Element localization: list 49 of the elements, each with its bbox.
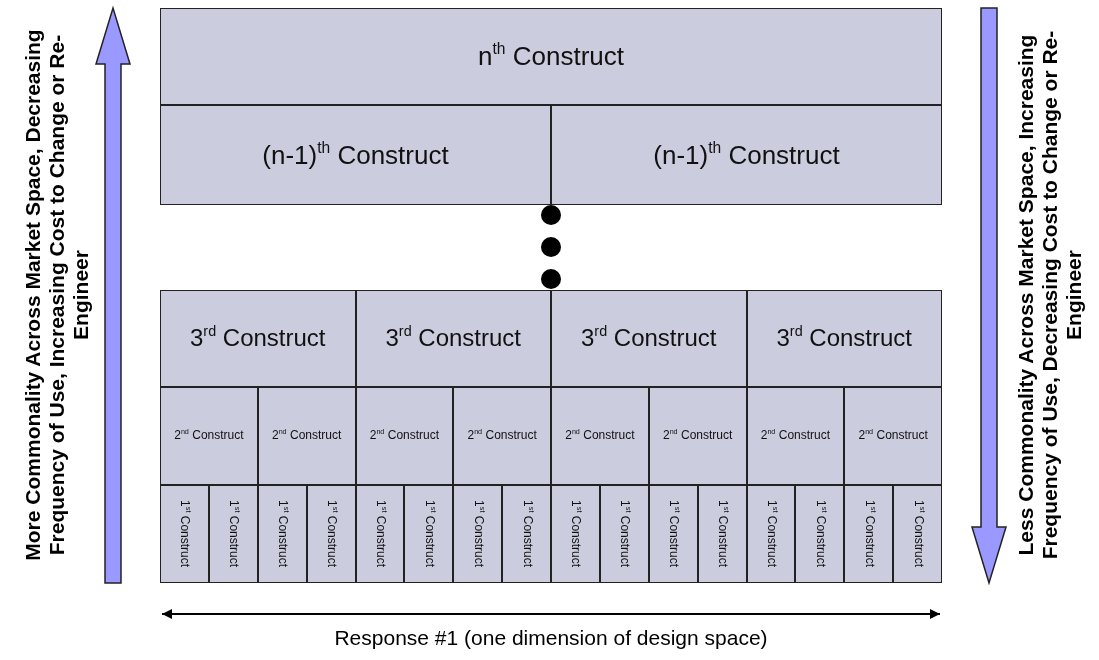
construct-box bbox=[160, 290, 356, 387]
side-note: Less Commonality Across Market Space, Increasing Frequency of Use, Decreasing Cost to Change or Re-Engineer bbox=[1013, 29, 1087, 562]
construct-box bbox=[893, 485, 942, 583]
construct-label: 2$^{nd}$ Construct bbox=[270, 429, 343, 443]
construct-label: 2$^{nd}$ Construct bbox=[466, 429, 538, 443]
construct-label: (n-1)$^{th}$ Construct bbox=[261, 140, 450, 170]
construct-box bbox=[257, 387, 356, 485]
construct-box bbox=[306, 485, 356, 583]
construct-box bbox=[160, 387, 258, 485]
construct-box bbox=[746, 290, 942, 387]
construct-label: 2$^{nd}$ Construct bbox=[661, 429, 734, 443]
construct-label: 2$^{nd}$ Construct bbox=[759, 429, 832, 443]
side-note: More Commonality Across Market Space, Decreasing Frequency of Use, Increasing Cost to Change or Re-Engineer bbox=[20, 28, 94, 563]
construct-box bbox=[746, 485, 796, 583]
construct-box bbox=[160, 105, 551, 205]
construct-box bbox=[599, 485, 649, 583]
construct-box bbox=[502, 485, 551, 583]
construct-box bbox=[648, 387, 747, 485]
construct-box bbox=[697, 485, 747, 583]
construct-box bbox=[551, 105, 942, 205]
construct-label: (n-1)$^{th}$ Construct bbox=[652, 140, 841, 170]
axis-caption: Response #1 (one dimension of design space) bbox=[334, 626, 768, 650]
construct-box bbox=[746, 387, 845, 485]
construct-box bbox=[208, 485, 258, 583]
construct-box bbox=[844, 485, 894, 583]
construct-label: 2$^{nd}$ Construct bbox=[368, 429, 441, 443]
construct-label: 3$^{rd}$ Construct bbox=[384, 325, 522, 352]
construct-box bbox=[648, 485, 698, 583]
construct-box bbox=[795, 485, 845, 583]
construct-label: 3$^{rd}$ Construct bbox=[775, 325, 913, 352]
construct-box bbox=[551, 290, 747, 387]
construct-label: 3$^{rd}$ Construct bbox=[189, 325, 327, 352]
construct-box bbox=[551, 485, 600, 583]
construct-label: 2$^{nd}$ Construct bbox=[173, 429, 245, 443]
construct-box bbox=[453, 485, 503, 583]
construct-box bbox=[355, 290, 551, 387]
construct-box bbox=[355, 485, 405, 583]
construct-box bbox=[160, 485, 209, 583]
construct-box bbox=[160, 8, 942, 105]
construct-label: n$^{th}$ Construct bbox=[477, 42, 625, 71]
construct-box bbox=[257, 485, 307, 583]
construct-label: 3$^{rd}$ Construct bbox=[580, 325, 718, 352]
construct-box bbox=[355, 387, 454, 485]
construct-box bbox=[551, 387, 649, 485]
construct-box bbox=[844, 387, 942, 485]
construct-label: 2$^{nd}$ Construct bbox=[564, 429, 636, 443]
construct-box bbox=[404, 485, 454, 583]
construct-box bbox=[453, 387, 551, 485]
construct-label: 2$^{nd}$ Construct bbox=[857, 429, 929, 443]
